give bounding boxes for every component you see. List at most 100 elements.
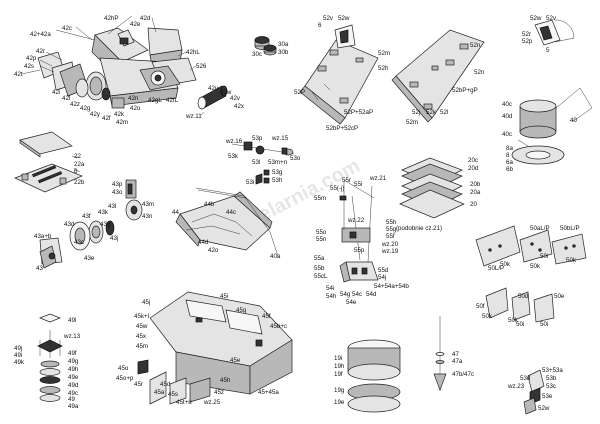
label-42hL: 42hL xyxy=(186,49,200,56)
label-42-42a: 42+42a xyxy=(30,31,51,38)
label-43k: 43k xyxy=(98,209,109,216)
label-40a: 40a xyxy=(270,253,281,260)
label-50L-P: 50L/P xyxy=(488,265,504,272)
label-43f: 43f xyxy=(82,213,91,220)
label-52w-bottom: 52w xyxy=(538,405,550,412)
label-5: 5 xyxy=(546,47,550,54)
label-20c: 20c xyxy=(468,157,478,164)
label-45w: 45w xyxy=(136,323,148,330)
label-22a: 22a xyxy=(74,161,85,168)
label-43j: 43j xyxy=(110,235,118,242)
part-group-50 xyxy=(475,225,587,323)
label-wz11: wz.11 xyxy=(185,113,202,120)
label-53i: 53i xyxy=(246,179,254,186)
label-52l: 52l xyxy=(440,109,448,116)
label-47a: 47a xyxy=(452,358,463,365)
label-52k: 52k xyxy=(426,109,437,116)
label-6-22: 6 xyxy=(74,168,78,175)
label-30c: 30c xyxy=(252,51,262,58)
label-49h: 49h xyxy=(68,366,79,373)
label-42p: 42p xyxy=(26,55,37,62)
label-42o: 42o xyxy=(130,105,141,112)
label-43c: 43c xyxy=(74,239,84,246)
label-45j: 45j xyxy=(142,299,150,306)
label-53l: 53l xyxy=(252,159,260,166)
label-53p: 53p xyxy=(252,135,263,142)
label-30b: 30b xyxy=(278,49,289,56)
label-52h: 52h xyxy=(378,65,389,72)
label-55a: 55a xyxy=(314,255,325,262)
label-wz25: wz.25 xyxy=(203,399,221,406)
label-42u: 42u xyxy=(208,85,219,92)
label-40d: 40d xyxy=(502,113,513,120)
label-54j: 54j xyxy=(378,274,386,281)
label-50i-3: 50i xyxy=(540,321,548,328)
label-40c-b: 40c xyxy=(502,131,512,138)
label-52n-top: 52n xyxy=(470,42,481,49)
label-55h: 55h xyxy=(386,219,397,226)
label-45t-u: 45t+u xyxy=(176,399,192,406)
label-52v: 52v xyxy=(323,15,334,22)
label-54d: 54d xyxy=(366,291,377,298)
label-52v-r: 52v xyxy=(546,15,557,22)
part-group-47 xyxy=(433,316,447,391)
label-wz22: wz.22 xyxy=(347,217,365,224)
label-49d: 49d xyxy=(68,382,79,389)
label-42o-44: 42o xyxy=(208,247,219,254)
label-22b: 22b xyxy=(74,179,85,186)
label-52m-b: 52m xyxy=(406,119,418,126)
label-53c: 53c xyxy=(546,383,556,390)
label-42m: 42m xyxy=(116,119,128,126)
part-group-40 xyxy=(511,87,593,165)
label-49g: 49g xyxy=(68,358,79,365)
label-42x: 42x xyxy=(234,103,245,110)
label-50k-4: 50k xyxy=(482,313,493,320)
label-52p: 52p xyxy=(522,38,533,45)
label-30a: 30a xyxy=(278,41,289,48)
label-43p: 43p xyxy=(112,181,123,188)
part-group-52 xyxy=(299,19,575,125)
label-50k-1: 50k xyxy=(500,261,511,268)
part-group-42 xyxy=(21,15,228,117)
label-45m: 45m xyxy=(136,343,148,350)
part-group-53-axle xyxy=(231,141,295,185)
part-group-55 xyxy=(339,179,379,283)
label-44d: 44d xyxy=(198,239,209,246)
label-42gL: 42gL xyxy=(148,97,162,104)
label-47: 47 xyxy=(452,351,459,358)
label-49a: 49a xyxy=(68,403,79,410)
label-42t: 42t xyxy=(14,71,23,78)
label-43d: 43d xyxy=(64,221,75,228)
label-42s: 42s xyxy=(24,63,34,70)
label-50e: 50e xyxy=(554,293,565,300)
label-43g: 43g xyxy=(100,221,111,228)
label-42d: 42d xyxy=(140,15,151,22)
note-similar-part-21: (podobnie cz.21) xyxy=(396,225,442,232)
label-49i: 49i xyxy=(14,352,22,359)
label-55f: 55f xyxy=(386,233,395,240)
label-42k: 42k xyxy=(114,111,125,118)
label-43a-b: 43a+b xyxy=(34,233,52,240)
label-wz20: wz.20 xyxy=(381,241,399,248)
label-19g: 19g xyxy=(334,387,345,394)
label-40c: 40c xyxy=(502,101,512,108)
label-45x: 45x xyxy=(136,333,147,340)
label-52n-mid: 52n xyxy=(474,69,485,76)
label-wz15: wz.15 xyxy=(271,135,289,142)
label-53o: 53o xyxy=(290,155,301,162)
label-52P: 52P xyxy=(294,89,305,96)
label-44c: 44c xyxy=(226,209,236,216)
label-49l: 49l xyxy=(68,317,76,324)
label-50bL-P: 50bL/P xyxy=(560,225,580,232)
label-54i: 54i xyxy=(326,285,334,292)
label-53g: 53g xyxy=(272,169,283,176)
label-45z: 45z xyxy=(214,389,224,396)
label-55n: 55n xyxy=(316,236,327,243)
label-45k-l: 45k+l xyxy=(134,313,149,320)
label-55d: 55d xyxy=(378,267,389,274)
label-54g: 54g xyxy=(340,291,351,298)
part-group-19 xyxy=(347,339,401,413)
label-50d: 50d xyxy=(518,293,529,300)
